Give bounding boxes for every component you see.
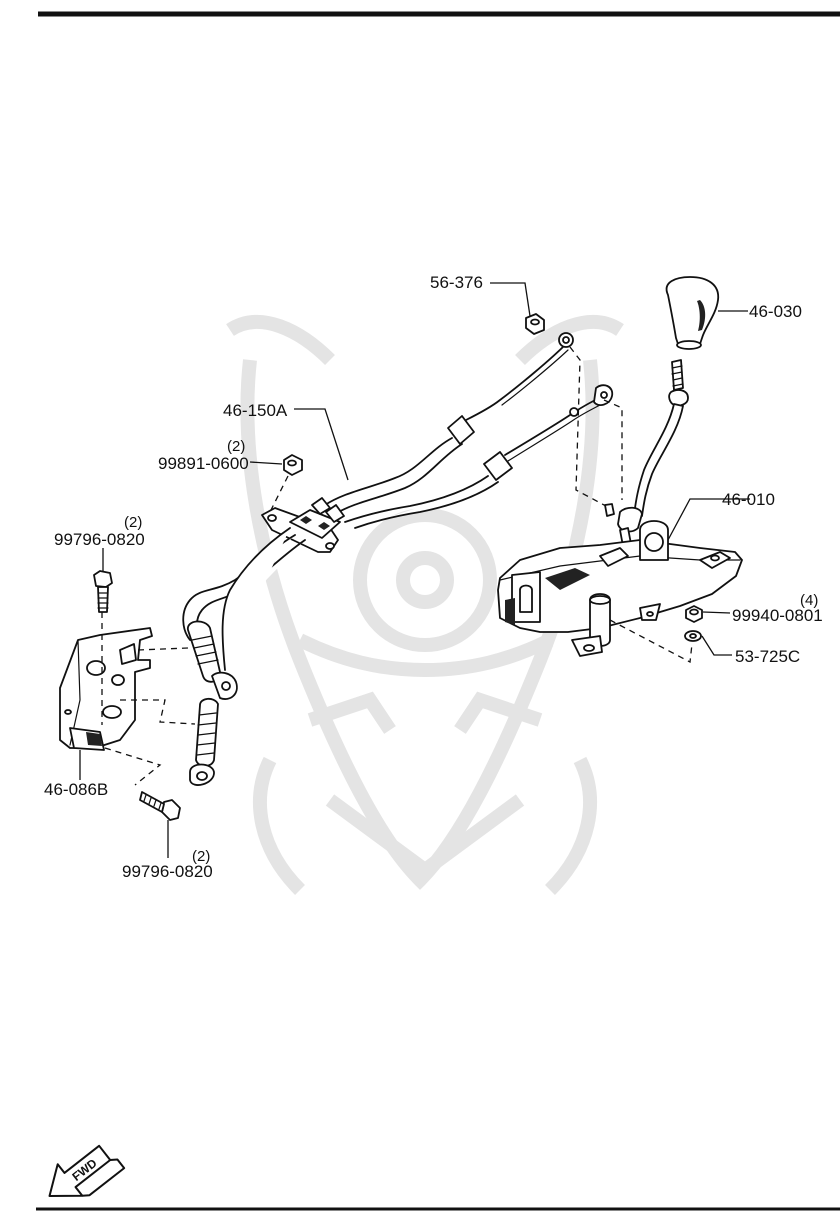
shift-cable-assembly <box>182 332 614 786</box>
label-46-010: 46-010 <box>722 490 775 509</box>
bolt-99796-0820-bottom-icon <box>139 791 181 821</box>
label-99940-0801: 99940-0801 <box>732 606 823 625</box>
qty-99891-0600: (2) <box>227 438 245 455</box>
shift-lever <box>604 359 689 563</box>
qty-99940-0801: (4) <box>800 592 818 609</box>
shift-knob <box>665 276 720 350</box>
nut-56-376-icon <box>525 313 545 335</box>
shifter-base-assembly <box>497 520 743 657</box>
label-56-376: 56-376 <box>430 273 483 292</box>
part-labels: 56-376 46-030 46-150A (2) 99891-0600 46-… <box>44 273 823 881</box>
leader-lines <box>79 282 750 858</box>
label-99796-0820-bottom: 99796-0820 <box>122 862 213 881</box>
qty-99796-0820-top: (2) <box>124 514 142 531</box>
qty-99796-0820-bottom: (2) <box>192 848 210 865</box>
label-46-150a: 46-150A <box>223 401 288 420</box>
washer-53-725c-icon <box>684 630 702 642</box>
label-53-725c: 53-725C <box>735 647 800 666</box>
bracket-46-086b <box>59 627 153 751</box>
label-46-086b: 46-086B <box>44 780 108 799</box>
assembly-guide-lines <box>101 346 693 786</box>
label-99796-0820-top: 99796-0820 <box>54 530 145 549</box>
nut-99940-0801-icon <box>685 605 703 623</box>
label-99891-0600: 99891-0600 <box>158 454 249 473</box>
bolt-99796-0820-top-icon <box>93 570 113 613</box>
nut-99891-0600-icon <box>283 454 303 476</box>
fwd-arrow-icon: FWD <box>48 1144 126 1198</box>
label-46-030: 46-030 <box>749 302 802 321</box>
